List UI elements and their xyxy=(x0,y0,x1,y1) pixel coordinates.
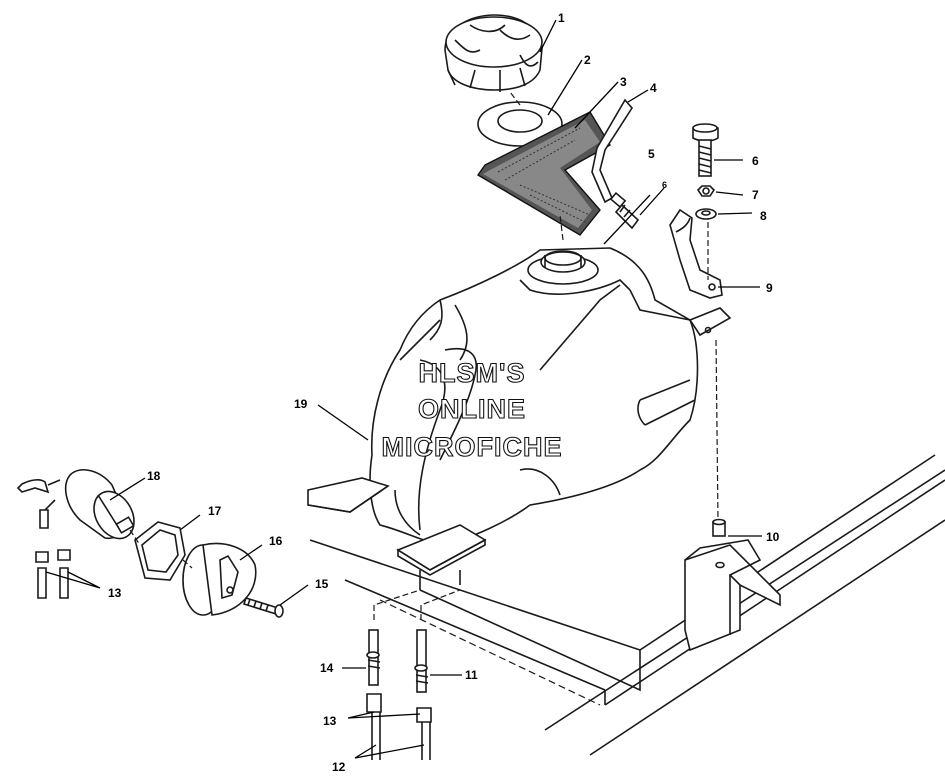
fuel-filter-icon xyxy=(16,469,135,540)
callout-9: 9 xyxy=(766,281,773,295)
hex-nut-icon xyxy=(134,521,186,581)
callout-leaders xyxy=(45,19,762,759)
callout-16: 16 xyxy=(269,534,283,548)
callout-7: 7 xyxy=(752,188,759,202)
callout-6-bolt: 6 xyxy=(752,154,759,168)
callout-2: 2 xyxy=(584,53,591,67)
callout-11: 11 xyxy=(465,668,478,682)
callout-18: 18 xyxy=(147,469,161,483)
grommet-icon xyxy=(712,518,726,537)
pin-fasteners xyxy=(366,629,432,760)
callout-labels: 1 2 3 4 5 6 6 7 8 9 10 11 12 13 13 14 15… xyxy=(108,11,780,774)
bolt-icon xyxy=(692,123,719,220)
fuel-line-left xyxy=(35,549,71,599)
callout-17: 17 xyxy=(208,504,222,518)
vent-hose-icon xyxy=(591,98,640,230)
assembly-leaders xyxy=(129,91,719,620)
petcock-icon xyxy=(182,542,257,616)
callout-4: 4 xyxy=(650,81,657,95)
callout-13-filter: 13 xyxy=(108,586,122,600)
foam-pad-icon xyxy=(476,111,611,236)
watermark-line-3: MICROFICHE xyxy=(382,432,563,462)
callout-1: 1 xyxy=(558,11,565,25)
screw-icon xyxy=(242,597,284,618)
callout-15: 15 xyxy=(315,577,329,591)
callout-5: 5 xyxy=(648,147,655,161)
gasket-icon xyxy=(477,101,563,147)
callout-3: 3 xyxy=(620,75,627,89)
callout-13-lines: 13 xyxy=(323,714,337,728)
fuel-tank-icon xyxy=(307,247,699,576)
callout-14: 14 xyxy=(320,661,334,675)
callout-19: 19 xyxy=(294,397,308,411)
watermark: HLSM'S ONLINE MICROFICHE xyxy=(381,357,563,462)
frame-mount-bracket xyxy=(684,539,781,652)
callout-12: 12 xyxy=(332,760,346,774)
watermark-line-2: ONLINE xyxy=(418,394,526,424)
mounting-bracket-icon xyxy=(669,208,732,337)
callout-6-fitting: 6 xyxy=(662,180,667,190)
fuel-cap-icon xyxy=(444,14,543,92)
callout-10: 10 xyxy=(766,530,780,544)
callout-8: 8 xyxy=(760,209,767,223)
watermark-line-1: HLSM'S xyxy=(419,358,526,388)
